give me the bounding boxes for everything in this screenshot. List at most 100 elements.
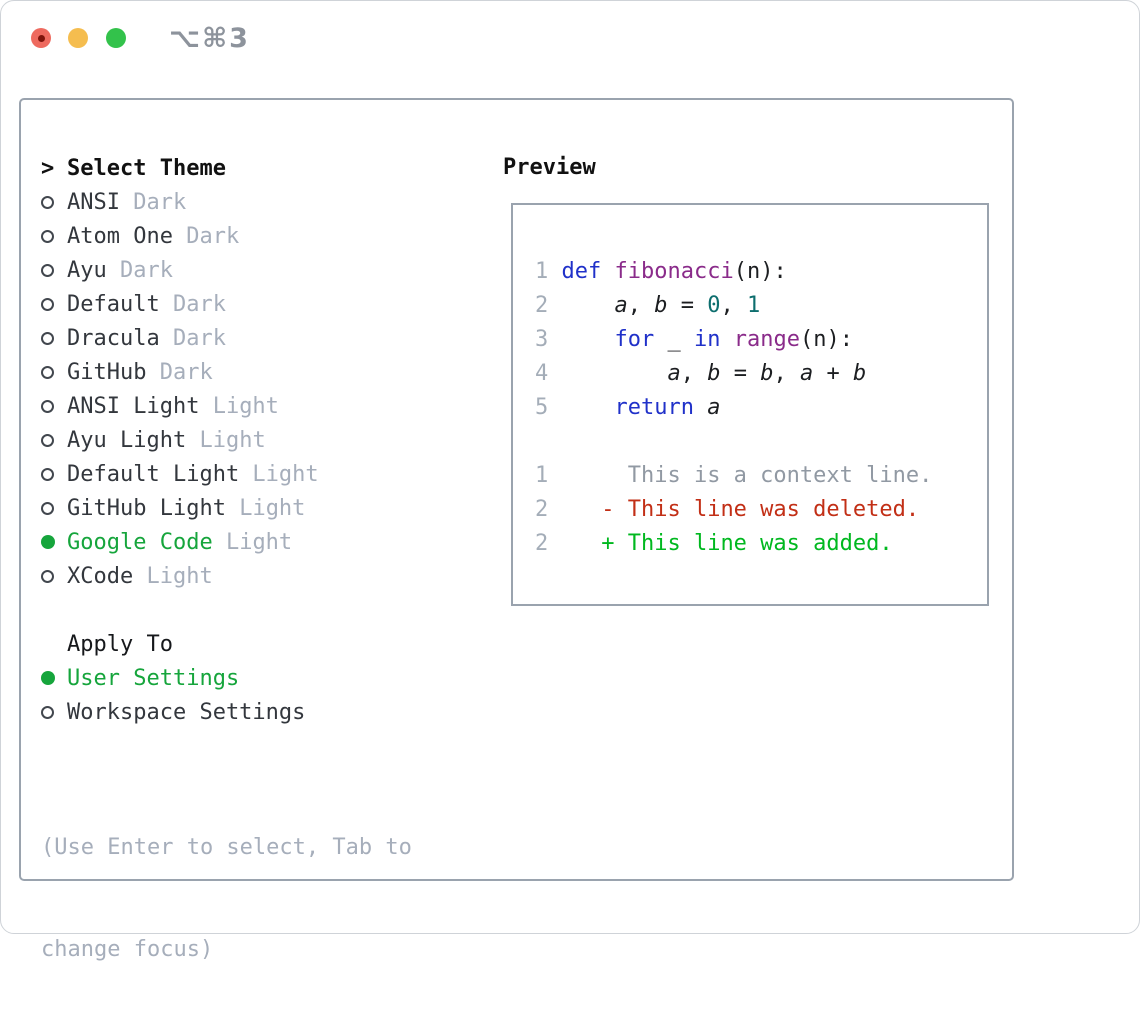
apply-to-option[interactable]: User Settings (41, 661, 412, 695)
radio-icon (41, 297, 67, 311)
item-variant-label: Dark (172, 223, 240, 249)
item-label: GitHub (67, 359, 147, 385)
code-line: 1 This is a context line. (535, 463, 933, 488)
theme-item[interactable]: GitHub Light Light (41, 491, 412, 525)
item-variant-label: Light (199, 393, 279, 419)
circle-outline-icon (41, 569, 54, 583)
item-variant-label: Light (186, 427, 266, 453)
apply-to-option[interactable]: Workspace Settings (41, 695, 412, 729)
code-line: 3 for _ in range(n): (535, 327, 853, 352)
circle-outline-icon (41, 331, 54, 345)
code-line: 4 a, b = b, a + b (535, 361, 867, 386)
theme-item[interactable]: ANSI Light Light (41, 389, 412, 423)
item-label: Ayu Light (67, 427, 187, 453)
radio-icon (41, 569, 67, 583)
minimize-button[interactable] (68, 28, 88, 48)
circle-outline-icon (41, 297, 54, 311)
select-theme-title: Select Theme (67, 155, 226, 181)
item-variant-label: Light (239, 461, 319, 487)
footer-hint-line1: (Use Enter to select, Tab to (41, 835, 412, 860)
close-dot-icon (37, 34, 45, 42)
item-label: User Settings (67, 665, 240, 691)
item-variant-label: Light (212, 529, 293, 555)
radio-icon (41, 433, 67, 447)
radio-icon (41, 399, 67, 413)
radio-icon (41, 467, 67, 481)
item-variant-label: Dark (146, 359, 213, 385)
radio-icon (41, 331, 67, 345)
radio-selected-icon (41, 535, 67, 549)
code-line (535, 561, 987, 595)
radio-icon (41, 263, 67, 277)
titlebar: ⌥⌘3 (1, 1, 1139, 75)
item-variant-label: Dark (159, 291, 226, 317)
circle-outline-icon (41, 229, 54, 243)
theme-item[interactable]: GitHub Dark (41, 355, 412, 389)
item-label: Default Light (67, 461, 240, 487)
radio-icon (41, 501, 67, 515)
footer-hint: (Use Enter to select, Tab to change focu… (41, 763, 412, 1035)
item-variant-label: Dark (119, 189, 187, 215)
item-label: Default (67, 291, 160, 317)
circle-outline-icon (41, 263, 54, 277)
item-variant-label: Dark (106, 257, 173, 283)
code-line: 2 a, b = 0, 1 (535, 293, 761, 318)
item-label: Dracula (67, 325, 160, 351)
radio-icon (41, 365, 67, 379)
theme-item[interactable]: ANSI Dark (41, 185, 412, 219)
theme-item[interactable]: Ayu Light Light (41, 423, 412, 457)
spacer (41, 593, 412, 627)
window-title: ⌥⌘3 (169, 23, 250, 54)
item-label: Ayu (67, 257, 107, 283)
circle-outline-icon (41, 501, 54, 515)
close-button[interactable] (31, 28, 51, 48)
code-preview: 1 def fibonacci(n): 2 a, b = 0, 1 3 for _ … (513, 205, 987, 595)
code-line (535, 425, 987, 459)
item-variant-label: Light (133, 563, 213, 589)
code-line: 2 - This line was deleted. (535, 497, 920, 522)
cursor-icon: > (41, 155, 55, 181)
filled-dot-icon (41, 535, 55, 549)
theme-item[interactable]: Ayu Dark (41, 253, 412, 287)
cursor-cell: > (41, 156, 67, 181)
theme-item[interactable]: Default Dark (41, 287, 412, 321)
item-label: ANSI Light (67, 393, 200, 419)
radio-icon (41, 229, 67, 243)
theme-item[interactable]: Dracula Dark (41, 321, 412, 355)
item-label: Workspace Settings (67, 699, 306, 725)
select-theme-header: > Select Theme (41, 151, 412, 185)
theme-item[interactable]: Default Light Light (41, 457, 412, 491)
code-line: 1 def fibonacci(n): (535, 259, 787, 284)
item-label: Atom One (67, 223, 173, 249)
apply-to-title: Apply To (67, 631, 173, 657)
radio-selected-icon (41, 671, 67, 685)
preview-box: 1 def fibonacci(n): 2 a, b = 0, 1 3 for _ … (511, 203, 989, 606)
filled-dot-icon (41, 671, 55, 685)
theme-item[interactable]: Google Code Light (41, 525, 412, 559)
item-variant-label: Light (225, 495, 306, 521)
item-label: Google Code (67, 529, 213, 555)
apply-to-header: Apply To (41, 627, 412, 661)
spacer (41, 729, 412, 763)
circle-outline-icon (41, 705, 54, 719)
theme-item[interactable]: Atom One Dark (41, 219, 412, 253)
zoom-button[interactable] (106, 28, 126, 48)
circle-outline-icon (41, 467, 54, 481)
radio-icon (41, 195, 67, 209)
item-label: XCode (67, 563, 134, 589)
circle-outline-icon (41, 365, 54, 379)
circle-outline-icon (41, 433, 54, 447)
code-line: 5 return a (535, 395, 721, 420)
circle-outline-icon (41, 399, 54, 413)
theme-item[interactable]: XCode Light (41, 559, 412, 593)
item-variant-label: Dark (159, 325, 226, 351)
radio-icon (41, 705, 67, 719)
preview-header: Preview (503, 155, 596, 180)
item-label: GitHub Light (67, 495, 226, 521)
circle-outline-icon (41, 195, 54, 209)
